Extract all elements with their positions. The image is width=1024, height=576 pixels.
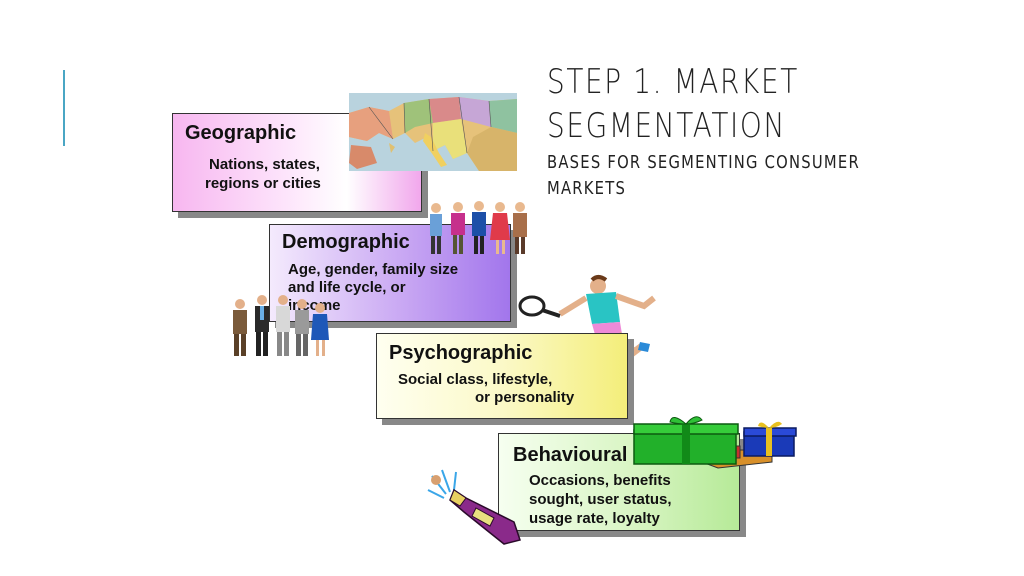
psychographic-heading: Psychographic	[389, 342, 533, 364]
behavioural-line-1: Occasions, benefits	[529, 472, 671, 489]
geographic-heading: Geographic	[185, 122, 297, 144]
gift-boxes-icon	[633, 416, 797, 469]
title-line-1: STEP 1. MARKET	[547, 62, 799, 102]
slide-title: STEP 1. MARKET SEGMENTATION	[547, 60, 924, 148]
psychographic-line-1: Social class, lifestyle,	[398, 371, 553, 388]
behavioural-heading: Behavioural	[513, 444, 628, 466]
europe-map-icon	[349, 93, 517, 171]
slide-subtitle: BASES FOR SEGMENTING CONSUMER MARKETS	[547, 150, 924, 202]
subtitle-line-2: MARKETS	[547, 178, 627, 199]
business-people-icon	[233, 295, 329, 356]
slide-title-block: STEP 1. MARKET SEGMENTATION BASES FOR SE…	[547, 60, 1007, 202]
psychographic-card: Psychographic Social class, lifestyle, o…	[376, 333, 628, 419]
champagne-bottle-icon	[427, 469, 521, 545]
subtitle-line-1: BASES FOR SEGMENTING CONSUMER	[547, 152, 860, 173]
demographic-card: Demographic Age, gender, family size and…	[269, 224, 511, 322]
behavioural-line-2: sought, user status,	[529, 491, 672, 508]
accent-line	[63, 70, 65, 146]
behavioural-line-3: usage rate, loyalty	[529, 510, 660, 527]
people-group-icon	[430, 201, 527, 254]
demographic-line-1: Age, gender, family size	[288, 261, 459, 278]
geographic-line-1: Nations, states,	[209, 156, 320, 173]
demographic-heading: Demographic	[282, 231, 410, 253]
demographic-line-2: and life cycle, or	[288, 279, 406, 296]
psychographic-line-2: or personality	[475, 389, 575, 406]
geographic-line-2: regions or cities	[205, 175, 321, 192]
title-line-2: SEGMENTATION	[547, 106, 786, 146]
